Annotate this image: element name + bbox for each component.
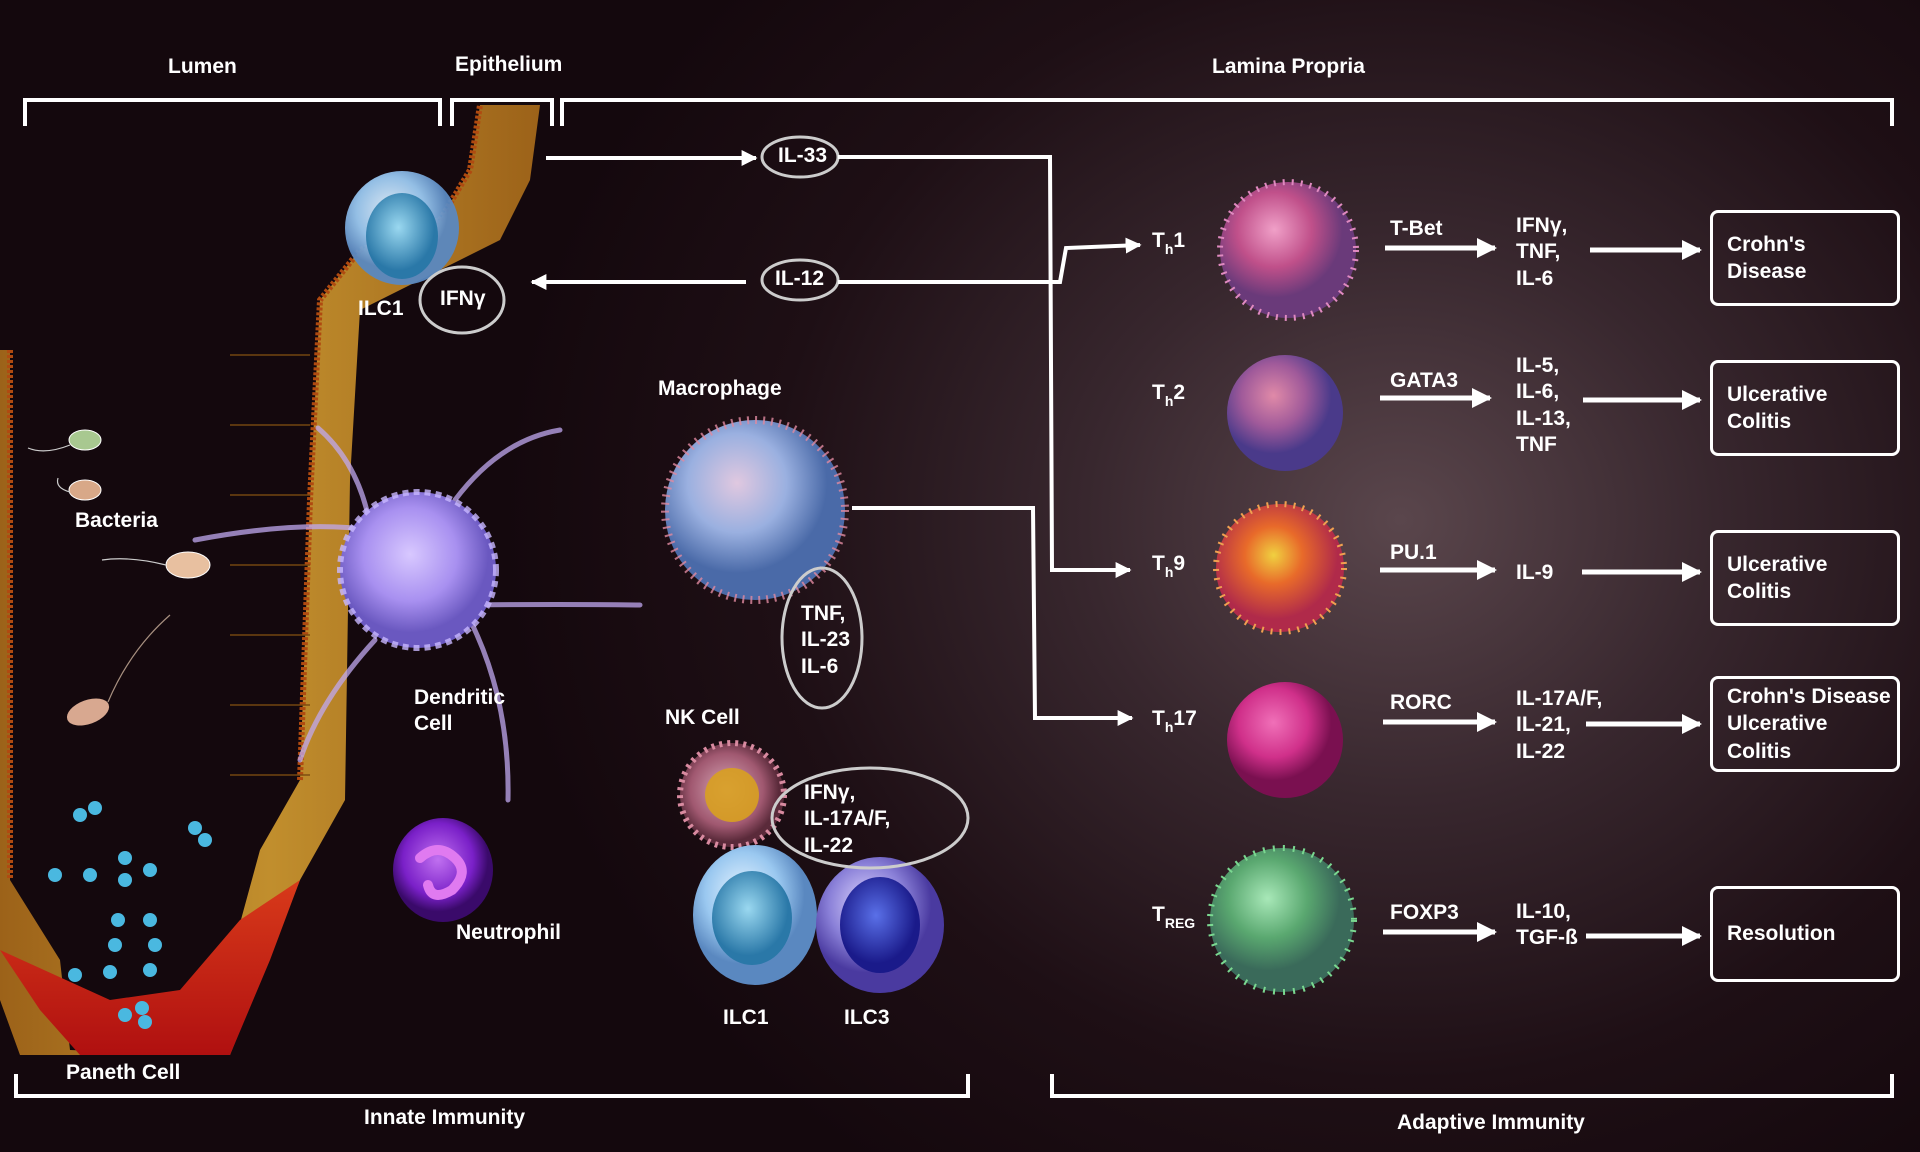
outcome-box-treg: Resolution <box>1710 886 1900 982</box>
nk-cell-label: NK Cell <box>665 706 740 729</box>
arrow-macrophage-to-th17 <box>852 506 1134 726</box>
th9-cell <box>1213 501 1347 635</box>
ifng-epithelium-label: IFNγ <box>440 287 486 310</box>
lamina-propria-label: Lamina Propria <box>1212 55 1365 78</box>
bacteria-cells <box>27 429 211 726</box>
foxp3-label: FOXP3 <box>1390 901 1459 924</box>
gata3-label: GATA3 <box>1390 369 1459 392</box>
bracket-adaptive <box>1050 1074 1894 1098</box>
dendritic-cell <box>192 425 643 803</box>
th1-cell <box>1217 179 1359 321</box>
bacteria-label: Bacteria <box>75 509 158 532</box>
th2-label: Th2 <box>1152 381 1186 409</box>
lumen-label: Lumen <box>168 55 237 78</box>
outcome-box-th17: Crohn's Disease Ulcerative Colitis <box>1710 676 1900 772</box>
dendritic-cell-label: Dendritic Cell <box>414 686 506 736</box>
nk-cell <box>677 740 787 850</box>
innate-immunity-label: Innate Immunity <box>364 1106 526 1129</box>
treg-label: TREG <box>1152 903 1196 931</box>
treg-cytokines-label: IL-10, TGF-ß <box>1516 900 1578 950</box>
th9-cytokines-label: IL-9 <box>1516 561 1554 584</box>
ilc3-label: ILC3 <box>844 1006 890 1029</box>
pu1-label: PU.1 <box>1390 541 1437 564</box>
epithelium-label: Epithelium <box>455 53 563 76</box>
ilc1-epithelium-label: ILC1 <box>358 297 404 320</box>
th1-label: Th1 <box>1152 229 1186 257</box>
th1-cytokines-label: IFNγ, TNF, IL-6 <box>1516 214 1568 290</box>
macrophage-cell <box>661 416 849 604</box>
epithelium-crypt <box>0 104 540 1055</box>
th17-cytokines-label: IL-17A/F, IL-21, IL-22 <box>1516 687 1603 763</box>
adaptive-immunity-label: Adaptive Immunity <box>1397 1111 1585 1134</box>
il33-label: IL-33 <box>778 144 828 167</box>
macrophage-label: Macrophage <box>658 377 782 400</box>
th2-cell <box>1227 355 1343 471</box>
neutrophil-label: Neutrophil <box>456 921 561 944</box>
arrow-il12-to-th1 <box>838 237 1142 284</box>
outcome-box-th2: Ulcerative Colitis <box>1710 360 1900 456</box>
ilc1-epithelium-cell <box>345 171 459 285</box>
outcome-box-th1: Crohn's Disease <box>1710 210 1900 306</box>
tbet-label: T-Bet <box>1390 217 1443 240</box>
paneth-cell-label: Paneth Cell <box>66 1061 181 1084</box>
nk-cytokines-label: IFNγ, IL-17A/F, IL-22 <box>804 781 891 857</box>
row-arrows <box>1380 238 1702 946</box>
th2-cytokines-label: IL-5, IL-6, IL-13, TNF <box>1516 354 1571 456</box>
bracket-innate <box>14 1074 970 1098</box>
treg-cell <box>1207 845 1357 995</box>
macrophage-cytokine-oval <box>780 566 864 710</box>
ilc1-lower-label: ILC1 <box>723 1006 769 1029</box>
il12-label: IL-12 <box>775 267 825 290</box>
arrow-il33-to-th9 <box>838 155 1132 578</box>
paneth-granules <box>48 801 212 1029</box>
ilc3-cell <box>816 857 944 993</box>
th17-cell <box>1227 682 1343 798</box>
rorc-label: RORC <box>1390 691 1452 714</box>
bracket-lumen <box>23 98 442 126</box>
ilc1-lower-cell <box>693 845 817 985</box>
macrophage-cytokines-label: TNF, IL-23 IL-6 <box>801 602 851 678</box>
th17-label: Th17 <box>1152 707 1197 735</box>
neutrophil-cell <box>393 818 493 922</box>
bracket-epithelium <box>450 98 554 126</box>
outcome-box-th9: Ulcerative Colitis <box>1710 530 1900 626</box>
th9-label: Th9 <box>1152 552 1186 580</box>
bracket-lamina-propria <box>560 98 1894 126</box>
ifng-oval <box>418 265 506 335</box>
nk-cytokine-oval <box>770 766 970 870</box>
